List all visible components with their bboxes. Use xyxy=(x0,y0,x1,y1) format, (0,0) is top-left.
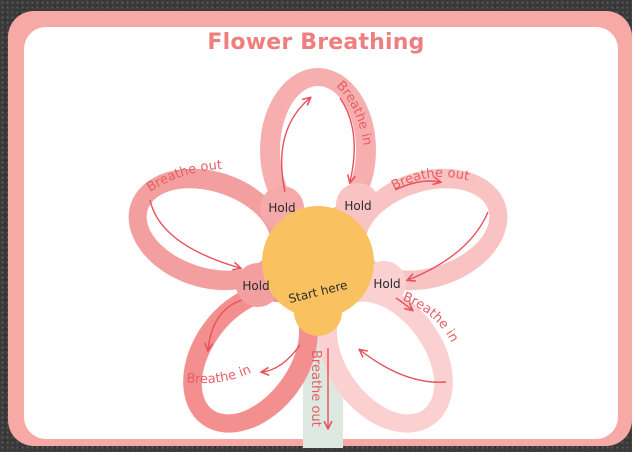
hold-label-top-left: Hold xyxy=(268,201,295,215)
stem-label: Breathe out xyxy=(308,350,323,427)
hold-label-left: Hold xyxy=(242,279,269,293)
hold-label-top-right: Hold xyxy=(344,199,371,213)
hold-label-right: Hold xyxy=(373,277,400,291)
